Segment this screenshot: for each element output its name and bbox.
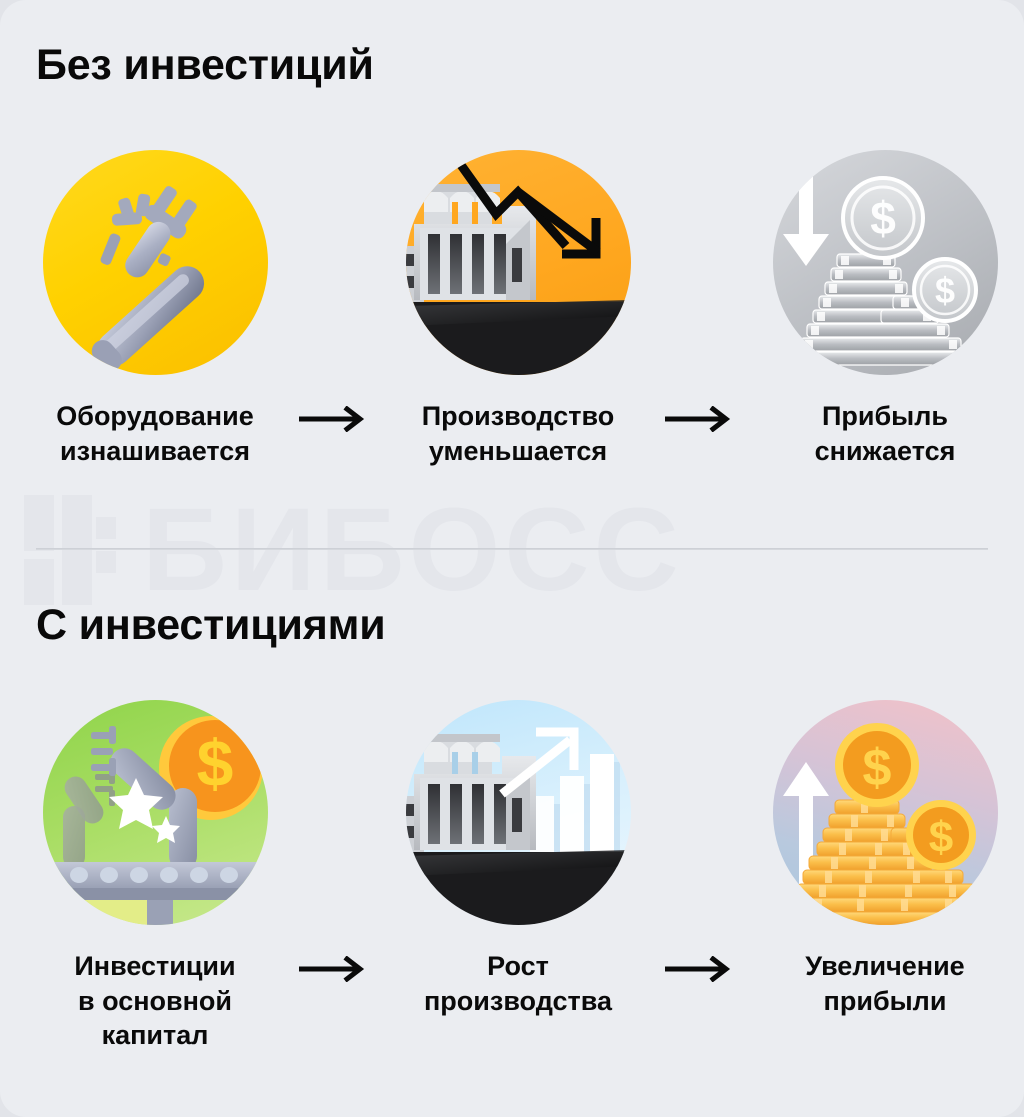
step-profit-decreases: $ $ Прибыль снижается	[735, 150, 1024, 468]
biboss-logo-mark	[24, 495, 116, 605]
factory-declining-arrow-icon	[405, 150, 631, 375]
step-caption: Оборудование изнашивается	[56, 401, 254, 466]
steps-row-no-investment: Оборудование изнашивается	[0, 150, 1024, 490]
section-heading-with-investment: С инвестициями	[36, 601, 386, 649]
arrow-right-icon	[297, 406, 369, 432]
svg-text:$: $	[862, 739, 891, 797]
factory-rising-bars-icon	[405, 700, 631, 925]
robotic-arm-conveyor-dollar-icon: $	[42, 700, 268, 925]
arrow-right-icon	[663, 956, 735, 982]
step-caption: Прибыль снижается	[814, 401, 956, 466]
step-investment-in-capital: $	[5, 700, 305, 1053]
svg-text:$: $	[870, 192, 896, 244]
step-profit-increase: $ $ Увеличение прибыли	[735, 700, 1024, 1018]
steps-row-with-investment: $	[0, 700, 1024, 1100]
arrow-right-icon	[663, 406, 735, 432]
arrow-right-icon	[297, 956, 369, 982]
svg-text:$: $	[934, 270, 954, 311]
section-divider	[36, 548, 988, 550]
step-caption: Инвестиции в основной капитал	[74, 951, 236, 1051]
section-heading-no-investment: Без инвестиций	[36, 41, 374, 89]
svg-text:$: $	[196, 726, 233, 800]
watermark: БИБОСС	[24, 490, 1000, 610]
broken-tool-icon	[42, 150, 268, 375]
svg-text:$: $	[928, 813, 952, 862]
step-caption: Производство уменьшается	[421, 401, 615, 466]
watermark-text: БИБОСС	[142, 484, 683, 616]
step-equipment-wears-out: Оборудование изнашивается	[5, 150, 305, 468]
step-caption: Увеличение прибыли	[805, 951, 965, 1016]
step-production-decreases: Производство уменьшается	[368, 150, 668, 468]
grey-coin-stack-down-arrow-icon: $ $	[772, 150, 998, 375]
step-caption: Рост производства	[424, 951, 612, 1016]
step-production-growth: Рост производства	[368, 700, 668, 1018]
gold-coin-stack-up-arrow-icon: $ $	[772, 700, 998, 925]
